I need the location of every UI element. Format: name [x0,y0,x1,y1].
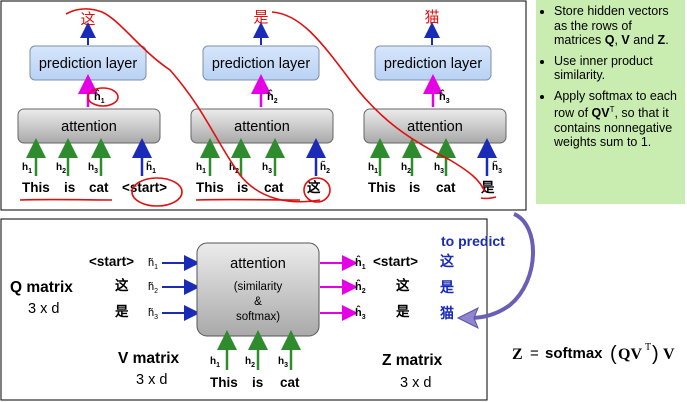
prediction-3: 猫 [440,305,454,321]
v-h-3: h3 [278,356,288,369]
annotation-curve-2 [271,11,486,193]
annotation-underline-3 [480,196,497,200]
bottom-frame [0,218,488,401]
left-token-1: <start> [89,254,134,269]
word-3-2: is [409,180,420,195]
word-3-1: This [368,180,396,195]
top-frame [0,0,527,211]
hhat-label-2: ĥ2 [267,89,278,105]
word-1-1: This [22,180,50,195]
word-2-4: 这 [307,179,321,195]
value-word-1: This [210,375,238,390]
note-item-1: Store hidden vectors as the rows of matr… [554,4,681,48]
word-1-4: <start> [122,180,167,195]
attention-box-3-label: attention [407,119,463,135]
h-label-2-2: h2 [229,162,239,175]
hhat-label-1: ĥ1 [94,89,105,105]
attention-box-3 [363,108,507,144]
attention-box-1-label: attention [61,119,117,135]
attention-matrix-sub3: softmax) [236,311,280,323]
h-label-3-1: h1 [368,162,378,175]
value-word-2: is [252,375,263,390]
q-htilde-1: h̃1 [148,257,158,271]
right-token-1: <start> [373,254,418,269]
htilde-label-2: h̃2 [320,160,330,175]
attention-matrix-title: attention [230,256,286,272]
v-matrix-dim: 3 x d [136,372,167,388]
formula-fn: softmax [545,345,603,362]
q-htilde-3: h̃3 [148,307,158,321]
note-item-3: Apply softmax to each row of QVT, so tha… [554,89,681,150]
htilde-label-3: h̃3 [492,160,502,175]
q-htilde-2: h̃2 [148,281,158,295]
right-token-3: 是 [396,304,410,319]
z-matrix-dim: 3 x d [400,375,431,391]
h-label-1-2: h2 [56,162,66,175]
annotation-circle-start [131,177,183,207]
red-annotations [19,8,497,207]
formula-rparen: ) [652,343,659,365]
right-token-2: 这 [396,277,410,293]
note-item-2: Use inner product similarity. [554,54,681,83]
word-3-3: cat [436,180,456,195]
top-panel-1: 这 prediction layer ĥ1 attention h1 h2 h3… [17,11,167,195]
attention-box-2-label: attention [234,119,290,135]
h-label-1-3: h3 [88,162,98,175]
to-predict-label: to predict [441,233,505,249]
word-1-3: cat [89,180,109,195]
annotation-curve-1 [65,8,321,203]
v-h-2: h2 [245,356,255,369]
q-matrix-dim: 3 x d [28,301,59,317]
h-label-3-2: h2 [401,162,411,175]
annotation-circle-hhat [87,87,119,107]
htilde-label-1: h̃1 [146,160,156,175]
prediction-1: 这 [440,253,454,269]
formula-sup: T [645,342,651,353]
attention-box-1 [17,108,161,144]
h-label-2-1: h1 [196,162,206,175]
output-word-2: 是 [253,9,268,26]
word-2-3: cat [264,180,284,195]
prediction-layer-1-label: prediction layer [39,56,137,72]
attention-matrix-sub1: (similarity [234,281,283,293]
formula: Z = softmax ( QV T ) V [512,342,675,365]
prediction-layer-2-label: prediction layer [212,56,310,72]
attention-box-2 [190,108,334,144]
formula-rhs: V [663,346,675,363]
formula-lparen: ( [610,343,617,365]
h-label-2-3: h3 [262,162,272,175]
left-token-2: 这 [115,277,129,293]
word-2-2: is [237,180,248,195]
left-token-3: 是 [115,304,129,319]
output-word-3: 猫 [424,9,439,26]
to-predict-curve-arrow [469,212,535,320]
v-h-1: h1 [210,356,220,369]
h-label-1-1: h1 [22,162,32,175]
formula-lhs: Z [512,346,523,363]
notes-panel: Store hidden vectors as the rows of matr… [536,0,685,204]
formula-arg: QV [618,346,642,363]
q-matrix-label: Q matrix [10,279,73,296]
z-matrix-label: Z matrix [382,352,443,369]
word-1-2: is [64,180,75,195]
top-panel-2: 是 prediction layer ĥ2 attention h1 h2 h3… [190,9,334,195]
prediction-layer-3-label: prediction layer [384,56,482,72]
formula-eq: = [530,345,539,362]
attention-matrix-sub2: & [254,296,262,308]
z-hhat-3: ĥ3 [355,305,366,321]
z-hhat-2: ĥ2 [355,279,366,295]
word-2-1: This [196,180,224,195]
to-predict-arrowhead [456,306,479,330]
value-word-3: cat [280,375,300,390]
output-word-1: 这 [80,11,95,28]
notes-list: Store hidden vectors as the rows of matr… [540,4,681,150]
h-label-3-3: h3 [434,162,444,175]
z-hhat-1: ĥ1 [355,255,366,271]
prediction-2: 是 [440,279,455,295]
hhat-label-3: ĥ3 [439,89,450,105]
v-matrix-label: V matrix [118,350,180,367]
annotation-circle-zhe [303,177,331,203]
top-panel-3: 猫 prediction layer ĥ3 attention h1 h2 h3… [363,9,507,195]
